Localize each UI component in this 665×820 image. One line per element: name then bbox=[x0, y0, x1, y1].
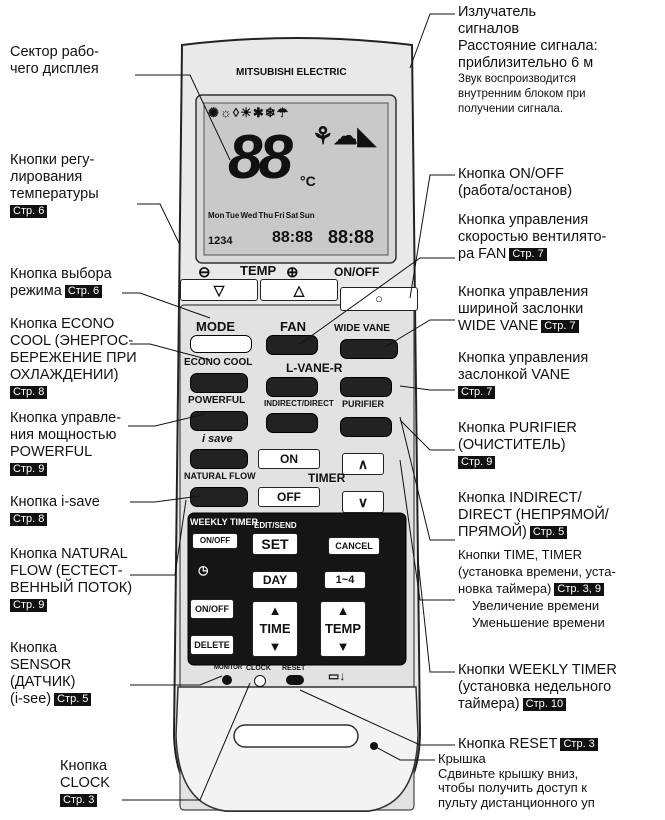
callout-clock-line2: CLOCK bbox=[60, 775, 110, 792]
callout-emitter-line2: сигналов bbox=[458, 21, 598, 38]
callout-fan-line2: скоростью вентилято- bbox=[458, 229, 606, 246]
callout-temp-line1: Кнопки регу- bbox=[10, 152, 99, 169]
callout-isave: Кнопка i-save Стр. 8 bbox=[10, 494, 100, 528]
callout-powerful-page: Стр. 9 bbox=[10, 463, 47, 476]
callout-onoff-line1: Кнопка ON/OFF bbox=[458, 166, 572, 183]
callout-weekly-page: Стр. 10 bbox=[523, 698, 566, 711]
callout-clock-line1: Кнопка bbox=[60, 758, 110, 775]
callout-timebtns-line2: (установка времени, уста- bbox=[458, 563, 616, 580]
callout-indirect: Кнопка INDIRECT/ DIRECT (НЕПРЯМОЙ/ ПРЯМО… bbox=[458, 490, 609, 541]
callout-wide: Кнопка управления шириной заслонки WIDE … bbox=[458, 284, 588, 335]
callout-cover-line4: пульту дистанционного уп bbox=[438, 796, 595, 811]
callout-natural-line3: ВЕННЫЙ ПОТОК) bbox=[10, 580, 132, 597]
callout-indirect-page: Стр. 5 bbox=[530, 526, 567, 539]
callout-vane-page: Стр. 7 bbox=[458, 386, 495, 399]
callout-display: Сектор рабо- чего дисплея bbox=[10, 44, 99, 78]
callout-emitter-note1: Звук воспроизводится bbox=[458, 72, 598, 87]
callout-wide-page: Стр. 7 bbox=[541, 320, 578, 333]
callout-vane-line1: Кнопка управления bbox=[458, 350, 588, 367]
callout-purifier-line2: (ОЧИСТИТЕЛЬ) bbox=[458, 437, 577, 454]
callout-natural-line1: Кнопка NATURAL bbox=[10, 546, 132, 563]
callout-vane-line2: заслонкой VANE bbox=[458, 367, 588, 384]
callout-weekly-line2: (установка недельного bbox=[458, 679, 617, 696]
callout-wide-line1: Кнопка управления bbox=[458, 284, 588, 301]
callout-powerful: Кнопка управле- ния мощностью POWERFUL С… bbox=[10, 410, 121, 478]
callout-temp: Кнопки регу- лирования температуры Стр. … bbox=[10, 152, 99, 220]
callout-wide-line2: шириной заслонки bbox=[458, 301, 588, 318]
callout-isave-line1: Кнопка i-save bbox=[10, 494, 100, 511]
callout-sensor-line1: Кнопка bbox=[10, 640, 91, 657]
callout-powerful-line2: ния мощностью bbox=[10, 427, 121, 444]
callout-isave-page: Стр. 8 bbox=[10, 513, 47, 526]
callout-sensor: Кнопка SENSOR (ДАТЧИК) (i-see)Стр. 5 bbox=[10, 640, 91, 708]
callout-sensor-page: Стр. 5 bbox=[54, 693, 91, 706]
callout-sensor-line4: (i-see) bbox=[10, 691, 51, 707]
callout-time-down: Уменьшение времени bbox=[458, 614, 616, 631]
callout-temp-page: Стр. 6 bbox=[10, 205, 47, 218]
callout-fan-line3: ра FAN bbox=[458, 246, 506, 262]
callout-econo-line2: COOL (ЭНЕРГОС- bbox=[10, 333, 137, 350]
callout-weekly-line1: Кнопки WEEKLY TIMER bbox=[458, 662, 617, 679]
callout-clock: Кнопка CLOCK Стр. 3 bbox=[60, 758, 110, 809]
callout-timebtns-page: Стр. 3, 9 bbox=[554, 583, 604, 596]
callout-weekly-line3: таймера) bbox=[458, 696, 520, 712]
callout-cover-line2: Сдвиньте крышку вниз, bbox=[438, 767, 595, 782]
callout-temp-line3: температуры bbox=[10, 186, 99, 203]
callout-sensor-line2: SENSOR bbox=[10, 657, 91, 674]
callout-time-up: Увеличение времени bbox=[458, 597, 616, 614]
callout-reset-page: Стр. 3 bbox=[560, 738, 597, 751]
callout-purifier: Кнопка PURIFIER (ОЧИСТИТЕЛЬ) Стр. 9 bbox=[458, 420, 577, 471]
callout-econo-page: Стр. 8 bbox=[10, 386, 47, 399]
callout-econo-line4: ОХЛАЖДЕНИИ) bbox=[10, 367, 137, 384]
callout-emitter-note3: получении сигнала. bbox=[458, 102, 598, 117]
callout-indirect-line3: ПРЯМОЙ) bbox=[458, 524, 527, 540]
callout-vane: Кнопка управления заслонкой VANE Стр. 7 bbox=[458, 350, 588, 401]
callout-weekly: Кнопки WEEKLY TIMER (установка недельног… bbox=[458, 662, 617, 713]
callout-mode-line2: режима bbox=[10, 283, 62, 299]
callout-powerful-line1: Кнопка управле- bbox=[10, 410, 121, 427]
callout-reset-line1: Кнопка RESET bbox=[458, 736, 557, 752]
cover-dot bbox=[370, 742, 378, 750]
callout-econo-line1: Кнопка ECONO bbox=[10, 316, 137, 333]
callout-temp-line2: лирования bbox=[10, 169, 99, 186]
callout-cover-line3: чтобы получить доступ к bbox=[438, 781, 595, 796]
callout-timebtns: Кнопки TIME, TIMER (установка времени, у… bbox=[458, 546, 616, 631]
callout-purifier-line1: Кнопка PURIFIER bbox=[458, 420, 577, 437]
callout-wide-line3: WIDE VANE bbox=[458, 318, 538, 334]
callout-powerful-line3: POWERFUL bbox=[10, 444, 121, 461]
callout-natural-page: Стр. 9 bbox=[10, 599, 47, 612]
callout-emitter-line4: приблизительно 6 м bbox=[458, 55, 598, 72]
callout-display-line2: чего дисплея bbox=[10, 61, 99, 78]
callout-indirect-line2: DIRECT (НЕПРЯМОЙ/ bbox=[458, 507, 609, 524]
callout-natural: Кнопка NATURAL FLOW (ЕСТЕСТ- ВЕННЫЙ ПОТО… bbox=[10, 546, 132, 614]
callout-cover-line1: Крышка bbox=[438, 752, 595, 767]
callout-emitter-note2: внутренним блоком при bbox=[458, 87, 598, 102]
callout-mode-page: Стр. 6 bbox=[65, 285, 102, 298]
callout-timebtns-line1: Кнопки TIME, TIMER bbox=[458, 546, 616, 563]
callout-timebtns-line3: новка таймера) bbox=[458, 581, 551, 596]
callout-mode-line1: Кнопка выбора bbox=[10, 266, 112, 283]
callout-indirect-line1: Кнопка INDIRECT/ bbox=[458, 490, 609, 507]
callout-onoff: Кнопка ON/OFF (работа/останов) bbox=[458, 166, 572, 200]
callout-emitter: Излучатель сигналов Расстояние сигнала: … bbox=[458, 4, 598, 117]
callout-onoff-line2: (работа/останов) bbox=[458, 183, 572, 200]
callout-natural-line2: FLOW (ЕСТЕСТ- bbox=[10, 563, 132, 580]
callout-fan-line1: Кнопка управления bbox=[458, 212, 606, 229]
callout-emitter-line3: Расстояние сигнала: bbox=[458, 38, 598, 55]
callout-econo-line3: БЕРЕЖЕНИЕ ПРИ bbox=[10, 350, 137, 367]
callout-fan: Кнопка управления скоростью вентилято- р… bbox=[458, 212, 606, 263]
callout-purifier-page: Стр. 9 bbox=[458, 456, 495, 469]
callout-emitter-line1: Излучатель bbox=[458, 4, 598, 21]
callout-mode: Кнопка выбора режимаСтр. 6 bbox=[10, 266, 112, 300]
callout-econo: Кнопка ECONO COOL (ЭНЕРГОС- БЕРЕЖЕНИЕ ПР… bbox=[10, 316, 137, 401]
callout-sensor-line3: (ДАТЧИК) bbox=[10, 674, 91, 691]
callout-display-line1: Сектор рабо- bbox=[10, 44, 99, 61]
callout-fan-page: Стр. 7 bbox=[509, 248, 546, 261]
callout-clock-page: Стр. 3 bbox=[60, 794, 97, 807]
callout-cover: Крышка Сдвиньте крышку вниз, чтобы получ… bbox=[438, 752, 595, 810]
